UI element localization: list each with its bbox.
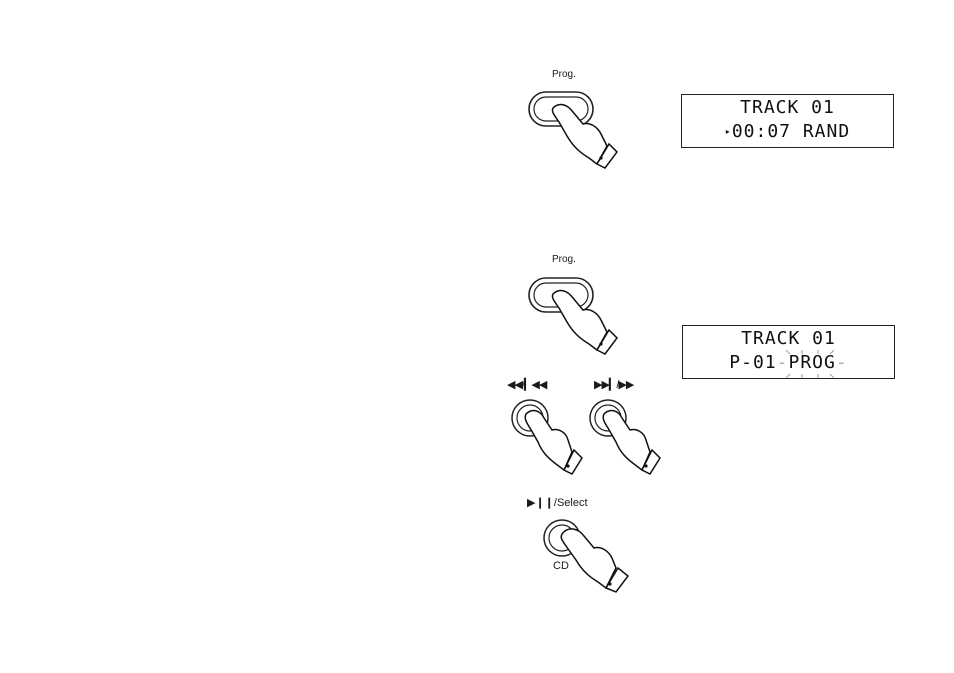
pointing-hand-icon (545, 284, 620, 354)
play-indicator-icon: ▸ (725, 127, 732, 138)
pointing-hand-icon (520, 404, 585, 474)
lcd-display-1: TRACK 01 ▸00:07 RAND (681, 94, 894, 148)
prog-label-2: Prog. (552, 254, 576, 265)
lcd-display-2: TRACK 01 P-01-PROG- (682, 325, 895, 379)
pointing-hand-icon (556, 522, 631, 592)
skip-back-label: ◀◀/▎◀◀ (507, 378, 546, 391)
lcd-line-2: ▸00:07 RAND (682, 121, 893, 142)
lcd-line-2-text: 00:07 RAND (732, 121, 850, 142)
pointing-hand-icon (545, 98, 620, 168)
skip-forward-label: ▶▶▎/▶▶ (594, 378, 633, 391)
play-select-label: ▶❙❙/Select (527, 496, 588, 509)
pointing-hand-icon (598, 404, 663, 474)
lcd-line-1: TRACK 01 (683, 328, 894, 349)
cd-label: CD (553, 560, 569, 572)
prog-label-1: Prog. (552, 69, 576, 80)
lcd-program-number: P-01 (729, 352, 776, 373)
flash-rays-icon (778, 348, 848, 380)
lcd-line-1: TRACK 01 (682, 97, 893, 118)
